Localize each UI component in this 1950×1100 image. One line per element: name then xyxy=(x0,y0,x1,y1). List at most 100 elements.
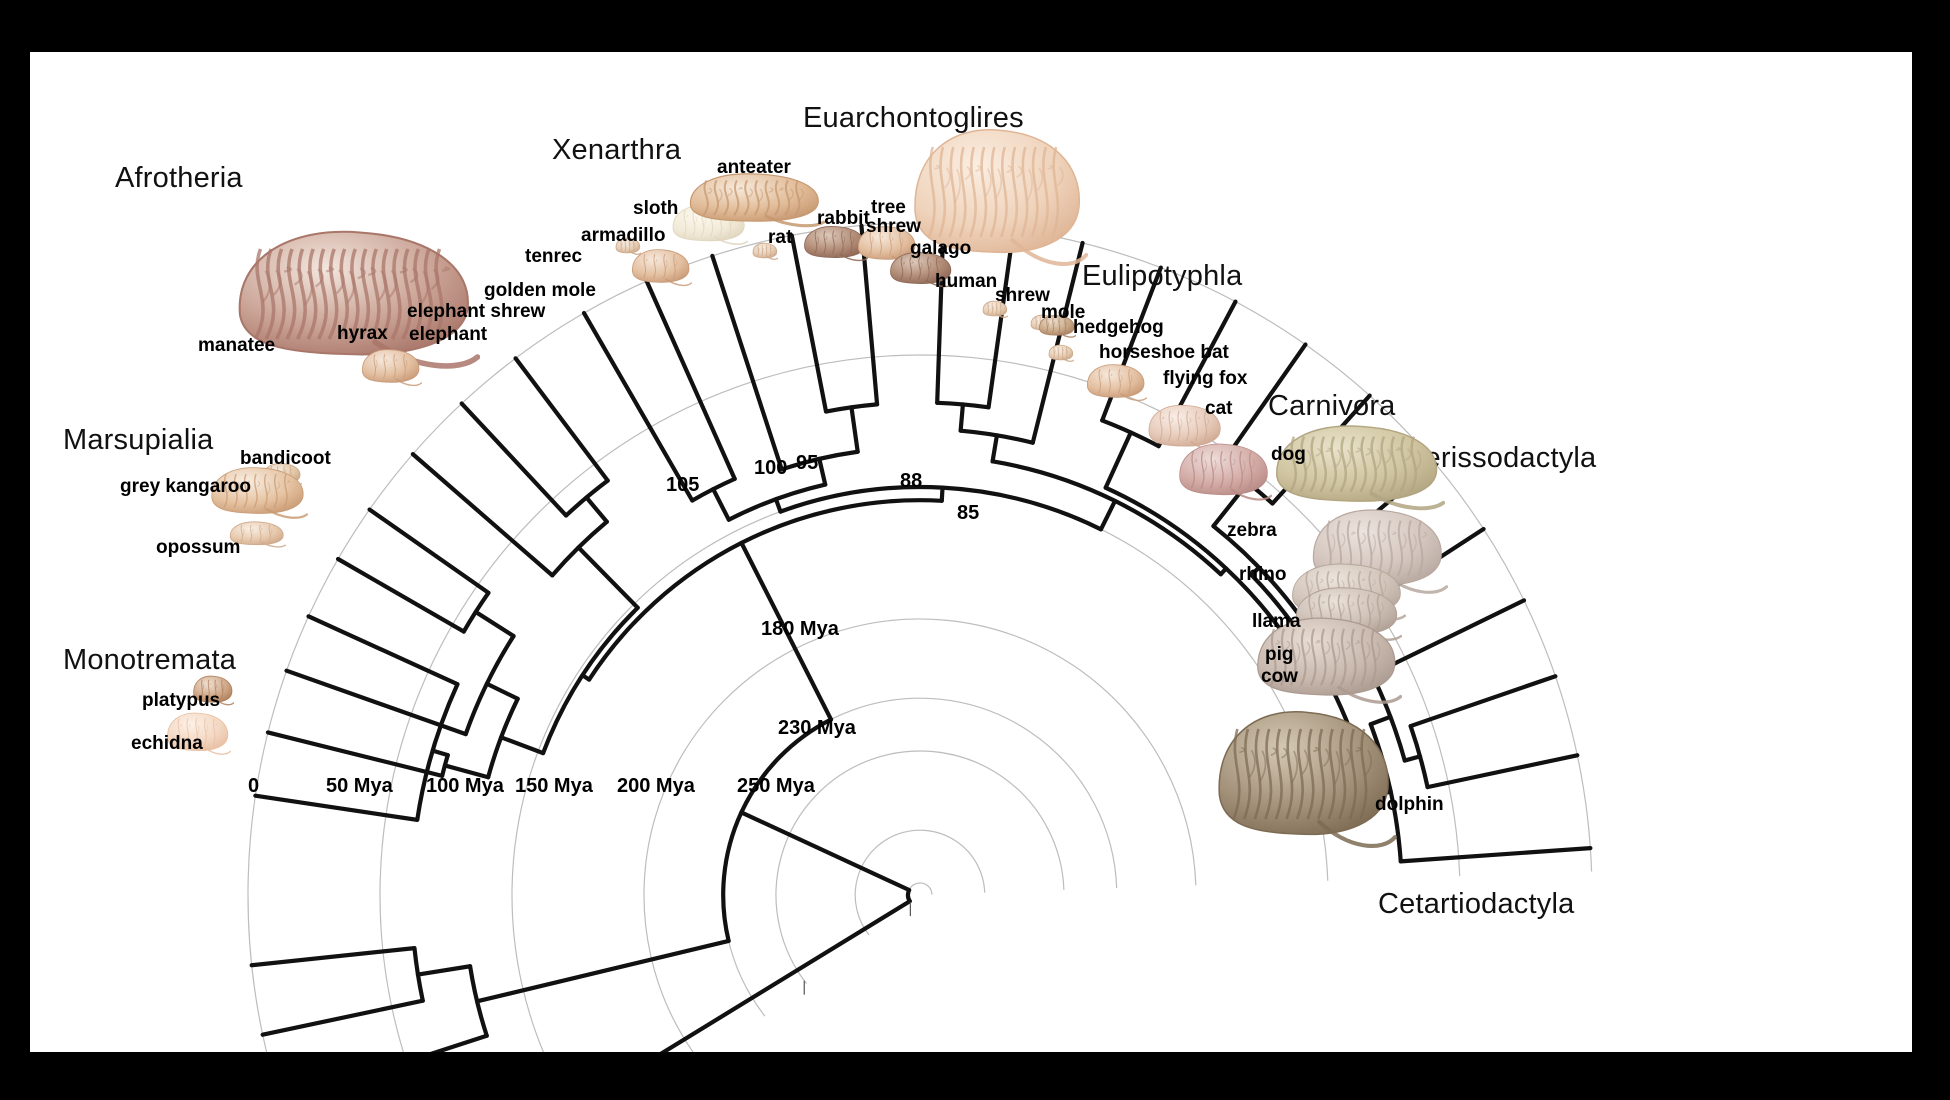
branch-radial-scrotifera-1 xyxy=(1312,675,1329,686)
branch-radial-atlantogenata-1 xyxy=(576,545,640,610)
branch-radial-australidelphia-1 xyxy=(260,998,425,1037)
branch-radial-artiodactyla-1 xyxy=(1402,754,1423,763)
branch-radial-perissodactyla-0 xyxy=(1319,460,1437,561)
taxon-label-golden-mole: golden mole xyxy=(484,280,596,301)
branch-radial-suina-bovidae-0 xyxy=(1408,674,1558,729)
branch-radial-afrosoricida-1 xyxy=(367,507,491,595)
taxon-label-llama: llama xyxy=(1252,611,1301,632)
branch-radial-suina-bovidae-1 xyxy=(1425,753,1580,790)
branch-radial-afroinsectiphilia-0 xyxy=(473,609,516,639)
branch-radial-euarchontoglires-0 xyxy=(711,487,731,522)
axis-tick-label-200: 200 Mya xyxy=(617,775,695,797)
taxon-label-human: human xyxy=(935,271,998,292)
branch-radial-pilosa-0 xyxy=(459,401,569,518)
branch-radial-mammalia-1 xyxy=(659,899,912,1052)
gridline-250mya xyxy=(907,882,933,903)
branch-radial-glires-0 xyxy=(581,310,695,503)
branch-radial-theria-0 xyxy=(739,540,834,722)
taxon-label-tree-shrew: tree xyxy=(871,197,906,218)
gridline-100mya xyxy=(511,486,1329,1052)
taxon-label-tree-shrew-2: shrew xyxy=(866,216,921,237)
branch-radial-placentalia-0 xyxy=(580,673,592,682)
taxon-label-opossum: opossum xyxy=(156,537,241,558)
branch-radial-elephant-manatee-0 xyxy=(253,793,420,822)
taxon-label-galago: galago xyxy=(910,238,972,259)
taxon-label-rabbit: rabbit xyxy=(817,208,870,229)
taxon-label-manatee: manatee xyxy=(198,335,276,356)
taxon-label-dog: dog xyxy=(1271,444,1306,465)
tree-branches xyxy=(249,221,1593,1052)
node-age-node-85: 85 xyxy=(957,502,980,524)
clade-label-Perissodactyla: Perissodactyla xyxy=(1405,442,1597,474)
gridline-180mya xyxy=(722,697,1118,1017)
node-age-node-95: 95 xyxy=(796,452,819,474)
gridline-230mya xyxy=(854,829,986,936)
branch-radial-cetartiodactyla-0 xyxy=(1368,714,1393,727)
branch-radial-afrotheria-1 xyxy=(484,681,520,701)
branch-radial-placentalia-1 xyxy=(939,485,945,503)
taxon-label-platypus: platypus xyxy=(142,690,221,711)
branch-radial-artiodactyla-0 xyxy=(1370,598,1527,677)
taxon-label-shrew: shrew xyxy=(995,285,1050,306)
branch-radial-laurasiatheria-0 xyxy=(990,433,1000,464)
axis-tick-label-50: 50 Mya xyxy=(326,775,393,797)
branch-radial-paenungulata-1 xyxy=(265,730,445,778)
axis-tick-label-250: 250 Mya xyxy=(737,775,815,797)
node-age-node-100: 100 xyxy=(754,457,788,479)
taxon-label-hyrax: hyrax xyxy=(337,323,388,344)
branch-radial-xenarthra-0 xyxy=(410,452,555,578)
branch-radial-talpidae-soricidae-1 xyxy=(986,227,1016,410)
taxon-label-rhino: rhino xyxy=(1239,564,1287,585)
taxon-label-tenrec: tenrec xyxy=(525,246,583,267)
axis-tick-label-100: 100 Mya xyxy=(426,775,504,797)
branch-radial-ferungulata-cetartio-0 xyxy=(1249,565,1262,577)
taxon-label-bandicoot: bandicoot xyxy=(240,448,331,469)
taxon-label-horseshoe-bat: horseshoe bat xyxy=(1099,342,1229,363)
clade-label-Xenarthra: Xenarthra xyxy=(552,134,682,166)
taxon-label-zebra: zebra xyxy=(1227,520,1277,541)
clade-label-Afrotheria: Afrotheria xyxy=(115,162,243,194)
taxon-label-mole: mole xyxy=(1041,302,1086,323)
axis-inner-label-180: 180 Mya xyxy=(761,618,839,640)
branch-radial-elephant-manatee-1 xyxy=(306,614,460,687)
axis-ticks xyxy=(803,902,911,995)
branch-radial-afrotheria-0 xyxy=(442,763,491,780)
gridline-0mya xyxy=(247,222,1593,1052)
branch-radial-australidelphia-0 xyxy=(249,946,417,968)
branch-radial-primates-0 xyxy=(789,233,829,414)
branch-radial-atlantogenata-0 xyxy=(498,735,546,756)
branch-radial-primates-1 xyxy=(859,223,880,407)
gridline-150mya xyxy=(643,618,1197,1052)
branch-radial-marsupialia-0 xyxy=(415,964,473,977)
branch-radial-eulipotyphla-0 xyxy=(958,402,966,433)
branch-radial-marsupialia-1 xyxy=(429,1033,489,1052)
axis-tick-label-0: 0 xyxy=(248,775,260,797)
branch-radial-mammalia-0 xyxy=(739,810,912,893)
branch-radial-pilosa-1 xyxy=(513,356,610,483)
branch-radial-perissodactyla-1 xyxy=(1357,526,1486,612)
gridline-200mya xyxy=(775,750,1065,985)
axis-tick-label-150: 150 Mya xyxy=(515,775,593,797)
branch-radial-xenarthra-1 xyxy=(584,495,609,524)
taxon-label-pig: pig xyxy=(1265,644,1294,665)
branch-radial-boreoeutheria-0 xyxy=(773,497,783,514)
branch-radial-paenungulata-0 xyxy=(430,748,450,758)
taxon-label-hedgehog: hedgehog xyxy=(1073,317,1164,338)
branch-radial-euarchonta-0 xyxy=(710,253,784,472)
branch-radial-afroinsectiphilia-1 xyxy=(284,668,468,737)
taxon-label-elephant: elephant xyxy=(409,324,488,345)
taxon-label-echidna: echidna xyxy=(131,733,203,754)
branch-radial-scrotifera-0 xyxy=(1103,430,1133,490)
taxon-label-elephant-shrew: elephant shrew xyxy=(407,301,546,322)
taxon-label-anteater: anteater xyxy=(717,157,791,178)
node-age-node-88: 88 xyxy=(900,470,923,492)
clade-label-Monotremata: Monotremata xyxy=(63,644,237,676)
clade-label-Marsupialia: Marsupialia xyxy=(63,424,214,456)
taxon-label-grey-kangaroo: grey kangaroo xyxy=(120,476,251,497)
taxon-label-cat: cat xyxy=(1205,398,1233,419)
branch-radial-ferungulata-1 xyxy=(1296,581,1344,617)
branch-radial-euarchontoglires-1 xyxy=(817,456,828,487)
branch-radial-eulipotyphla-1 xyxy=(1030,240,1085,445)
branch-radial-euarchonta-1 xyxy=(849,405,860,454)
